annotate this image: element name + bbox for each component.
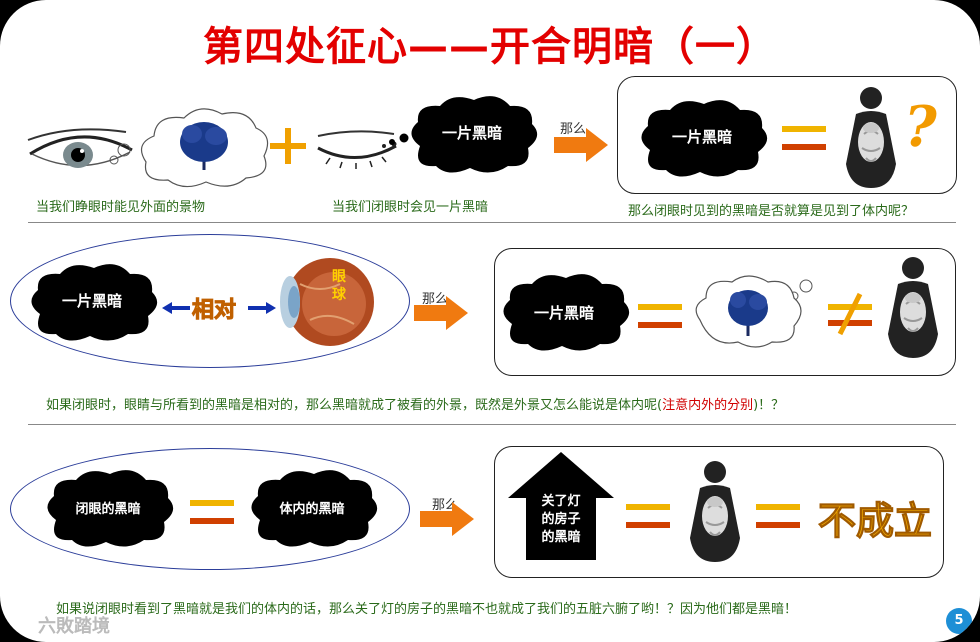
equals-icon [636,300,684,332]
equals-icon [624,500,672,532]
caption-closed-eye: 当我们闭眼时会见一片黑暗 [332,196,488,215]
watermark: 六敗踏境 [38,612,110,638]
plus-icon [268,126,308,166]
caption-relative-emphasis: 注意内外的分别 [662,398,753,413]
dark-cloud-label: 一片黑暗 [404,122,540,143]
relative-label: 相对 [192,292,236,324]
eyeball-icon [280,254,376,350]
section-divider [28,222,956,223]
house-label-line2: 的房子 [526,508,596,527]
dark-cloud-label: 一片黑暗 [24,290,160,311]
section-divider [28,424,956,425]
dark-cloud-label: 体内的黑暗 [244,498,380,517]
caption-open-eye: 当我们睁眼时能见外面的景物 [36,196,205,215]
dark-cloud-label: 闭眼的黑暗 [40,498,176,517]
human-body-organs-icon [682,458,748,564]
human-body-organs-icon [880,254,946,360]
eyeball-label: 眼球 [330,268,348,304]
caption-question: 那么闭眼时见到的黑暗是否就算是见到了体内呢？ [628,200,914,219]
dark-cloud-label: 一片黑暗 [634,126,770,147]
right-arrow-icon [420,502,476,536]
caption-relative-main: 如果闭眼时，眼睛与所看到的黑暗是相对的，那么黑暗就成了被看的外景，既然是外景又怎… [46,398,662,413]
thought-cloud-tree-icon [106,100,276,190]
right-arrow-icon [414,296,470,330]
slide-title: 第四处征心——开合明暗（一） [0,14,980,72]
equals-icon [754,500,802,532]
caption-relative-end: )！？ [753,398,784,413]
caption-house: 如果说闭眼时看到了黑暗就是我们的体内的话，那么关了灯的房子的黑暗不也就成了我们的… [56,598,797,617]
house-label-line1: 关了灯 [526,490,596,509]
not-equal-icon [826,292,874,336]
thought-cloud-tree-icon [690,270,820,350]
human-body-organs-icon [838,84,904,190]
house-label-line3: 的黑暗 [526,526,596,545]
caption-relative: 如果闭眼时，眼睛与所看到的黑暗是相对的，那么黑暗就成了被看的外景，既然是外景又怎… [46,394,784,413]
page-number-badge: 5 [946,608,972,634]
dark-cloud-label: 一片黑暗 [496,302,632,323]
equals-icon [780,122,828,154]
not-valid-label: 不成立 [818,490,932,545]
right-arrow-icon [554,128,610,162]
equals-icon [188,496,236,528]
